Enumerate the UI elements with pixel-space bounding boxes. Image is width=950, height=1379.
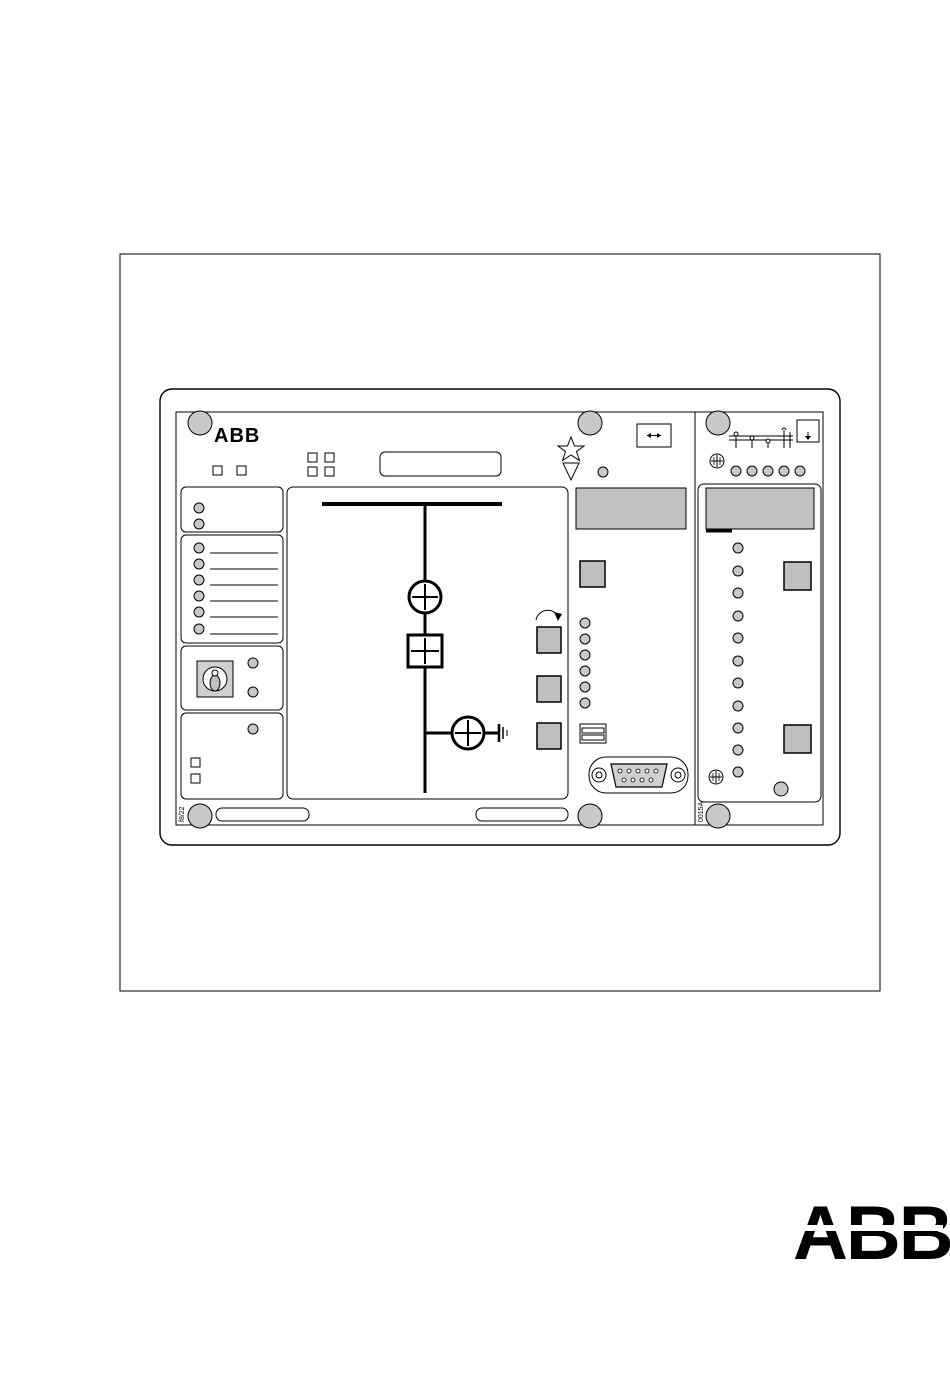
right-module-knob[interactable] (774, 782, 788, 796)
open-button[interactable] (537, 676, 561, 702)
screw-top-right (706, 411, 730, 435)
panel-logo-text: ABB (214, 425, 260, 447)
reset-icon[interactable] (797, 420, 819, 442)
close-button[interactable] (537, 723, 561, 749)
triangle-down-icon (563, 463, 579, 480)
top-indicator-squares (213, 453, 334, 476)
left-module-bottom (181, 713, 283, 799)
menu-button[interactable] (580, 561, 605, 587)
key-switch-icon[interactable] (197, 661, 233, 697)
ready-led (598, 467, 608, 477)
lcd-display (576, 488, 686, 529)
star-icon (558, 437, 584, 461)
left-side-code: f8/22 (179, 806, 186, 822)
key-switch-leds (248, 658, 258, 697)
right-up-button[interactable] (784, 562, 811, 590)
screw-icon (709, 770, 723, 784)
bottom-label-strip-left (216, 808, 309, 821)
input-leds (731, 466, 805, 476)
bottom-label-strip-right (476, 808, 568, 821)
status-leds (580, 618, 590, 708)
bottom-module-led (248, 724, 258, 734)
alarm-label-lines (210, 553, 278, 634)
right-lcd-display (706, 488, 814, 529)
footer-logo-text: ABB (793, 1191, 950, 1276)
select-button[interactable] (537, 627, 561, 653)
screw-icon (710, 454, 724, 468)
arrows-left-right-icon[interactable] (637, 424, 671, 447)
right-side-code: 0015A (698, 801, 705, 822)
top-label-strip (380, 452, 501, 476)
rotate-arrow-icon (536, 610, 562, 621)
disconnector-symbol[interactable] (409, 581, 441, 613)
footer-abb-logo: ABB (793, 1191, 950, 1276)
optical-port-icon[interactable] (580, 724, 606, 743)
right-module-leds (733, 543, 743, 777)
circuit-breaker-symbol[interactable] (408, 635, 442, 667)
panel-abb-logo: ABB (214, 425, 260, 447)
screw-top-middle (578, 411, 602, 435)
serial-port-icon[interactable] (589, 757, 688, 793)
input-symbols (729, 428, 793, 448)
screw-bottom-right (706, 804, 730, 828)
alarm-leds (194, 543, 204, 634)
left-module-top-leds (194, 503, 204, 529)
screw-bottom-middle (578, 804, 602, 828)
earth-switch-symbol[interactable] (452, 717, 484, 749)
right-down-button[interactable] (784, 725, 811, 753)
screw-bottom-left (188, 804, 212, 828)
screw-top-left (188, 411, 212, 435)
bottom-module-squares (191, 758, 200, 783)
ground-icon (499, 724, 507, 742)
figure-frame (120, 254, 880, 991)
